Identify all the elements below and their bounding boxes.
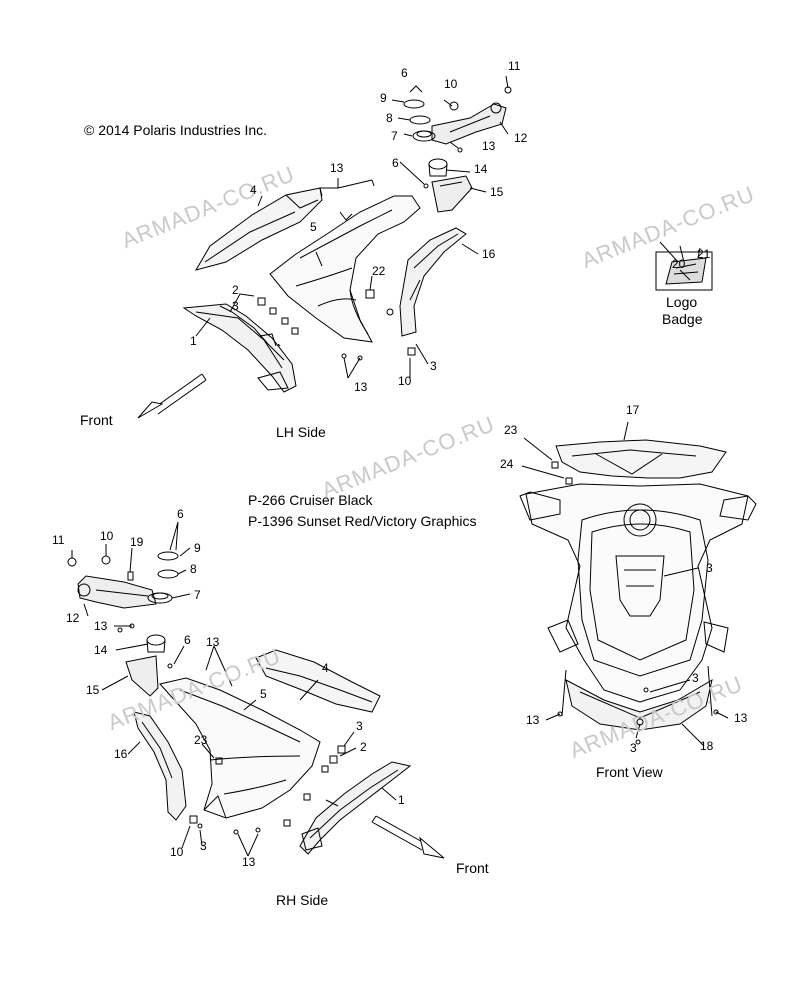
callout-number: 13 <box>526 713 540 727</box>
callout-number: 10 <box>100 529 114 543</box>
callout-number: 4 <box>250 183 257 197</box>
lh-side-label: LH Side <box>276 424 326 440</box>
callout-number: 13 <box>242 855 256 869</box>
front-label-top: Front <box>80 412 113 428</box>
callout-number: 4 <box>322 661 329 675</box>
callout-number: 18 <box>700 739 714 753</box>
callout-number: 14 <box>94 643 108 657</box>
rh-side-label: RH Side <box>276 892 329 908</box>
copyright-text: © 2014 Polaris Industries Inc. <box>84 122 268 138</box>
callout-number: 13 <box>206 635 220 649</box>
callout-number: 1 <box>190 334 197 348</box>
lh-part-12-handle <box>431 102 507 145</box>
callout-number: 22 <box>372 264 386 278</box>
callout-number: 12 <box>66 611 80 625</box>
variant-line: P-266 Cruiser Black <box>248 492 373 508</box>
callout-number: 16 <box>482 247 496 261</box>
callout-number: 2 <box>360 740 367 754</box>
variant-line: P-1396 Sunset Red/Victory Graphics <box>248 513 477 529</box>
callout-number: 6 <box>184 633 191 647</box>
callout-number: 5 <box>310 220 317 234</box>
callout-number: 10 <box>170 845 184 859</box>
callout-number: 13 <box>734 711 748 725</box>
callout-number: 13 <box>94 619 108 633</box>
callout-number: 3 <box>356 719 363 733</box>
callout-number: 15 <box>490 185 504 199</box>
lh-part-16-front-strip <box>399 227 467 337</box>
callout-number: 13 <box>482 139 496 153</box>
front-view-label: Front View <box>596 764 663 780</box>
lh-rings-7-8-9 <box>403 85 436 142</box>
lh-part-1-lower-trim <box>182 303 297 393</box>
callout-number: 7 <box>391 129 398 143</box>
callout-number: 3 <box>232 299 239 313</box>
callout-number: 6 <box>401 66 408 80</box>
callout-number: 12 <box>514 131 528 145</box>
callout-number: 5 <box>260 687 267 701</box>
callout-number: 9 <box>380 91 387 105</box>
callout-number: 8 <box>190 562 197 576</box>
callout-number: 13 <box>330 161 344 175</box>
lh-leader-lines <box>195 75 509 379</box>
callout-number: 10 <box>444 77 458 91</box>
lh-part-15-cover <box>431 175 473 213</box>
rh-part-5-side-shroud <box>159 677 321 819</box>
rh-part-16-front-strip <box>133 711 187 821</box>
logo-badge-group <box>655 241 713 291</box>
callout-number: 3 <box>430 359 437 373</box>
callout-number: 6 <box>177 507 184 521</box>
callout-number: 16 <box>114 747 128 761</box>
callout-number: 13 <box>354 380 368 394</box>
callout-number: 3 <box>630 741 637 755</box>
rh-part-12-handle <box>77 575 157 609</box>
front-view-drawing <box>519 421 757 747</box>
callout-number: 17 <box>626 403 640 417</box>
callout-number: 23 <box>194 733 208 747</box>
rh-part-14 <box>146 634 166 653</box>
callout-number: 10 <box>398 374 412 388</box>
callout-number: 9 <box>194 541 201 555</box>
lh-part-5-side-shroud <box>269 195 421 343</box>
rh-part-15-cover <box>125 655 159 697</box>
callout-number: 3 <box>706 561 713 575</box>
callout-number: 14 <box>474 162 488 176</box>
callout-number: 23 <box>504 423 518 437</box>
lh-part-14 <box>428 158 448 177</box>
callout-number: 11 <box>52 533 65 547</box>
callout-number: 2 <box>232 283 239 297</box>
callout-number: 3 <box>200 839 207 853</box>
rh-part-4-upper-panel <box>255 649 381 713</box>
logo-label: Logo <box>666 294 698 310</box>
rh-rings-7-8-9 <box>147 551 179 604</box>
callout-number: 19 <box>130 535 144 549</box>
badge-label: Badge <box>662 311 703 327</box>
callout-number: 15 <box>86 683 100 697</box>
callout-number: 24 <box>500 457 514 471</box>
front-arrow-bottom <box>371 815 445 859</box>
callout-number: 20 <box>672 257 686 271</box>
callout-number: 3 <box>692 671 699 685</box>
front-label-bottom: Front <box>456 860 489 876</box>
callout-number: 11 <box>508 59 521 73</box>
rh-leader-lines <box>71 521 397 857</box>
callout-number: 8 <box>386 111 393 125</box>
callout-number: 1 <box>398 793 405 807</box>
callout-number: 21 <box>697 247 711 261</box>
callout-number: 6 <box>392 156 399 170</box>
front-arrow-top <box>137 373 207 419</box>
callout-number: 7 <box>194 588 201 602</box>
rh-part-1-lower-trim <box>299 761 412 855</box>
